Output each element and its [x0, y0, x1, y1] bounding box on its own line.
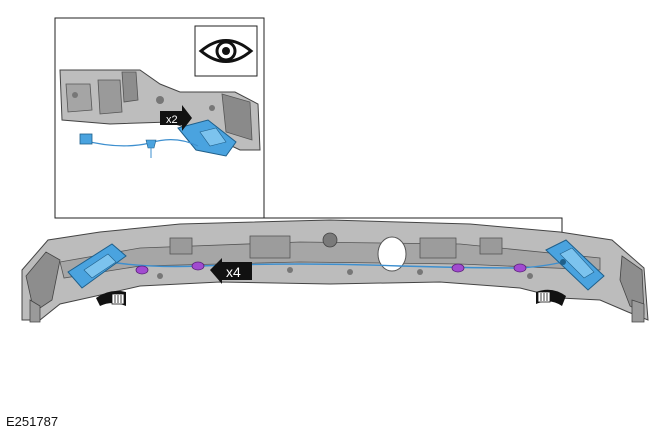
right-sensor	[545, 239, 605, 291]
detail-callout-label: x2	[166, 114, 178, 126]
figure-id: E251787	[6, 414, 59, 429]
left-release-arrow	[96, 290, 126, 306]
eye-icon	[194, 25, 258, 77]
detail-inset: x2	[54, 17, 265, 219]
clip	[451, 263, 465, 273]
detail-sensor	[79, 119, 237, 158]
main-part	[21, 219, 649, 323]
main-callout-label: x4	[226, 264, 241, 280]
main-callout-arrow: x4	[210, 258, 252, 284]
clip	[135, 265, 149, 275]
clip	[513, 263, 527, 273]
right-release-arrow	[536, 289, 566, 306]
clips	[135, 261, 527, 275]
left-sensor	[67, 243, 127, 289]
detail-callout-arrow: x2	[160, 105, 192, 131]
clip	[191, 261, 205, 271]
